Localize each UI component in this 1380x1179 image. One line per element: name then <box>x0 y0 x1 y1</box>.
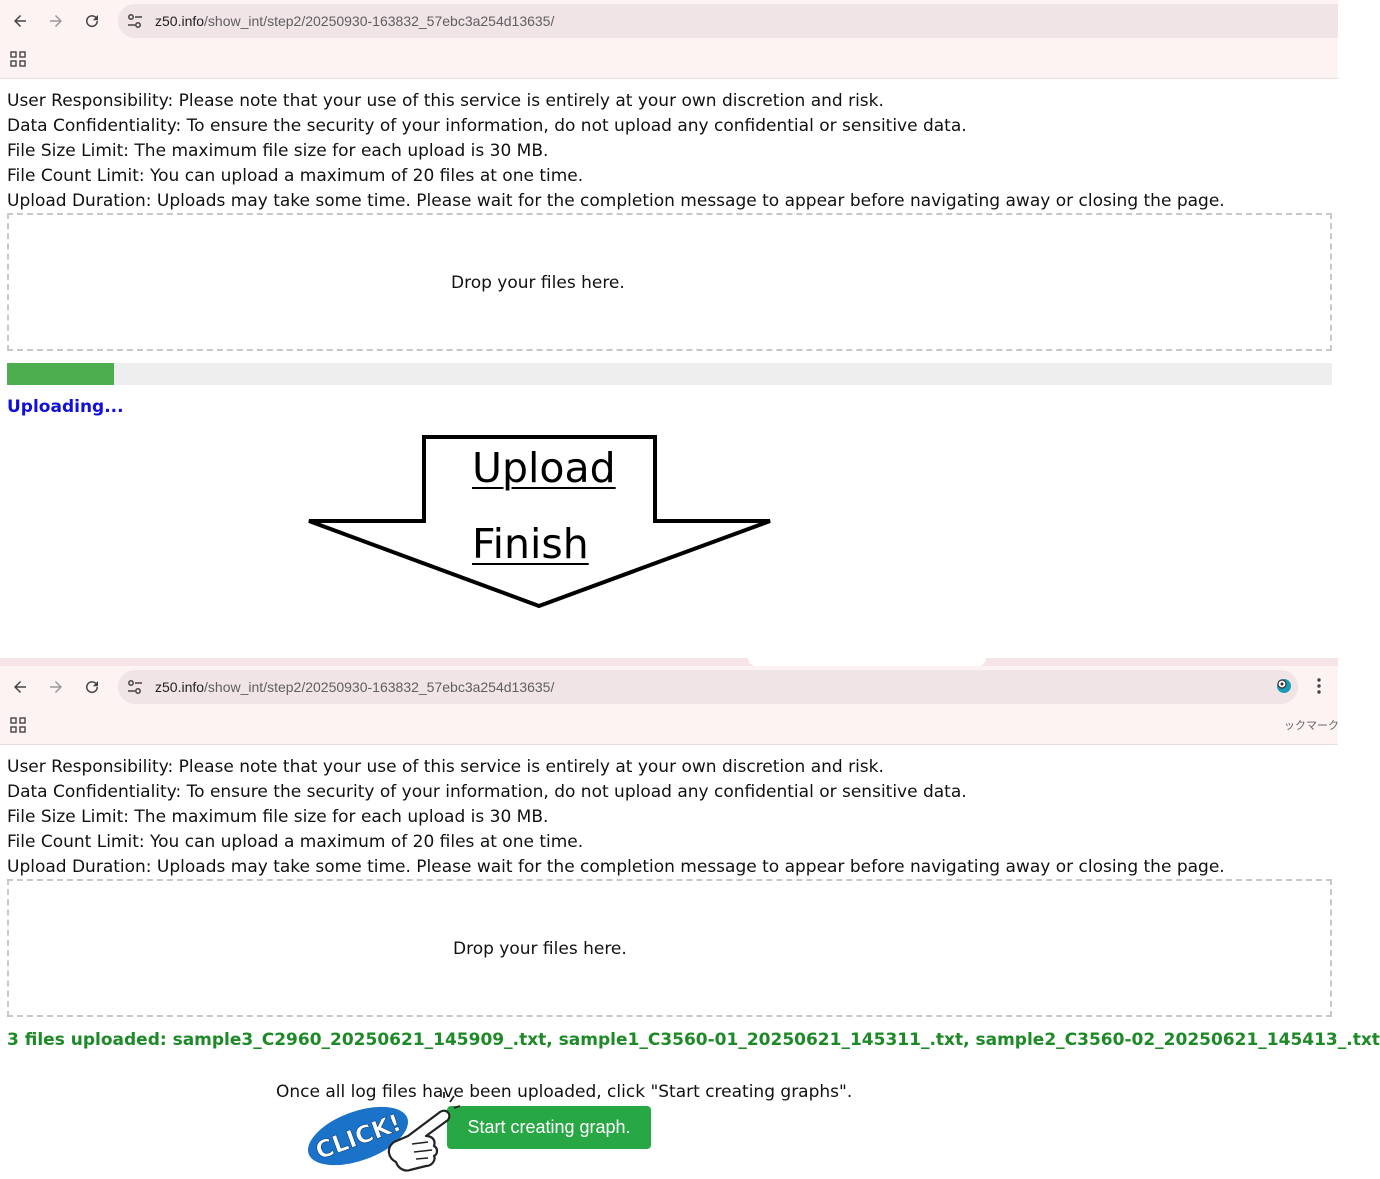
extension-icon[interactable] <box>1274 676 1294 696</box>
reload-icon[interactable] <box>80 675 104 699</box>
tab-strip <box>0 658 1338 666</box>
back-icon[interactable] <box>8 9 32 33</box>
url-text[interactable]: z50.info/show_int/step2/20250930-163832_… <box>155 679 555 695</box>
notice-data-confidentiality: Data Confidentiality: To ensure the secu… <box>7 782 967 802</box>
forward-icon[interactable] <box>44 9 68 33</box>
file-dropzone[interactable]: Drop your files here. <box>7 213 1332 351</box>
site-settings-icon[interactable] <box>126 12 144 30</box>
notice-file-count-limit: File Count Limit: You can upload a maxim… <box>7 166 584 186</box>
pointing-hand-icon <box>387 1092 461 1172</box>
notice-upload-duration: Upload Duration: Uploads may take some t… <box>7 857 1225 877</box>
upload-complete-status: 3 files uploaded: sample3_C2960_20250621… <box>7 1030 1380 1050</box>
more-options-icon[interactable] <box>1311 676 1327 696</box>
notice-user-responsibility: User Responsibility: Please note that yo… <box>7 757 884 777</box>
apps-grid-icon[interactable] <box>10 717 26 733</box>
notice-data-confidentiality: Data Confidentiality: To ensure the secu… <box>7 116 967 136</box>
notice-list: User Responsibility: Please note that yo… <box>7 755 1225 880</box>
notice-user-responsibility: User Responsibility: Please note that yo… <box>7 91 884 111</box>
browser-toolbar-bottom: z50.info/show_int/step2/20250930-163832_… <box>0 666 1339 745</box>
notice-upload-duration: Upload Duration: Uploads may take some t… <box>7 191 1225 211</box>
browser-toolbar-top: z50.info/show_int/step2/20250930-163832_… <box>0 0 1338 79</box>
bookmark-label[interactable]: ックマーク <box>1284 719 1339 732</box>
apps-grid-icon[interactable] <box>10 51 26 67</box>
graph-instruction: Once all log files have been uploaded, c… <box>276 1082 853 1102</box>
click-badge-annotation: CLICK! <box>304 1092 461 1172</box>
file-dropzone[interactable]: Drop your files here. <box>7 879 1332 1017</box>
notice-file-size-limit: File Size Limit: The maximum file size f… <box>7 807 549 827</box>
forward-icon[interactable] <box>44 675 68 699</box>
dropzone-label: Drop your files here. <box>451 273 625 293</box>
dropzone-label: Drop your files here. <box>453 939 627 959</box>
url-text[interactable]: z50.info/show_int/step2/20250930-163832_… <box>155 13 555 29</box>
notice-list: User Responsibility: Please note that yo… <box>7 89 1225 214</box>
upload-progress-bar <box>7 363 1332 385</box>
upload-progress-fill <box>7 363 115 385</box>
reload-icon[interactable] <box>80 9 104 33</box>
arrow-label-finish: Finish <box>472 520 589 568</box>
notice-file-count-limit: File Count Limit: You can upload a maxim… <box>7 832 584 852</box>
address-bar[interactable]: z50.info/show_int/step2/20250930-163832_… <box>118 670 1298 704</box>
address-bar[interactable]: z50.info/show_int/step2/20250930-163832_… <box>118 4 1338 38</box>
start-creating-graph-button[interactable]: Start creating graph. <box>447 1106 651 1149</box>
back-icon[interactable] <box>8 675 32 699</box>
notice-file-size-limit: File Size Limit: The maximum file size f… <box>7 141 549 161</box>
site-settings-icon[interactable] <box>126 678 144 696</box>
down-arrow-annotation <box>308 435 771 609</box>
arrow-label-upload: Upload <box>472 444 616 492</box>
uploading-status: Uploading... <box>7 397 124 417</box>
